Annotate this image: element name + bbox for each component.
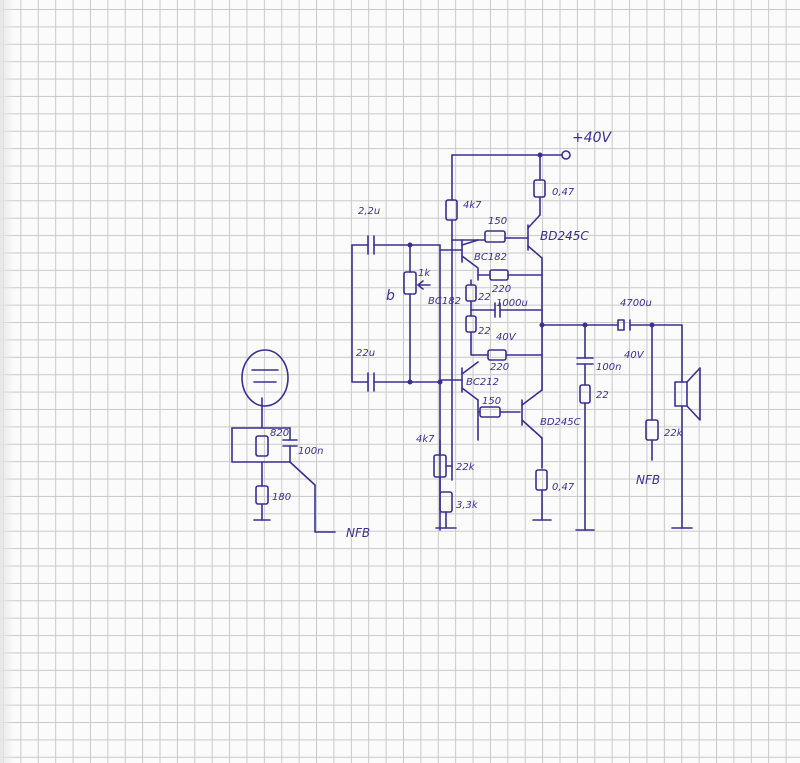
r-22-a-label: 22 [478, 292, 491, 303]
pot-4k7-low-label: 4k7 [416, 434, 435, 445]
r-4k7-label: 4k7 [463, 200, 482, 211]
r-150-bottom-label: 150 [482, 396, 501, 407]
tube-c-100n-label: 100n [298, 446, 323, 457]
bc212-label: BC212 [466, 377, 499, 388]
nfb-left-label: NFB [346, 526, 370, 540]
driver-transistor-bottom [439, 361, 479, 401]
capacitor-22u [367, 372, 443, 392]
pot-1k-label: 1k [418, 268, 431, 279]
resistor-4k7-top [445, 154, 458, 241]
c-2-2u-label: 2,2u [358, 206, 380, 217]
resistor-150-top [451, 230, 511, 243]
tube-r-180-label: 180 [272, 492, 291, 503]
zobel-network [576, 324, 594, 531]
resistor-22-a [465, 279, 477, 311]
r-22k-nfb-label: 22k [664, 428, 684, 439]
supply-terminal [561, 150, 571, 160]
c-100n-label: 100n [596, 362, 621, 373]
tube-r-820-label: 820 [270, 428, 289, 439]
r-22-b-label: 22 [478, 326, 491, 337]
r-0-47-bottom-label: 0,47 [552, 482, 575, 493]
resistor-220-a [477, 269, 543, 281]
output-transistor-top [509, 214, 543, 326]
resistor-220-b [470, 339, 543, 361]
supply-voltage-label: +40V [572, 130, 613, 146]
bd245c-bottom-label: BD245C [540, 417, 581, 428]
c-1000u-label: 1000u [496, 298, 528, 309]
bc182-top-label: BC182 [474, 252, 507, 263]
emitter-resistor-bottom [532, 469, 552, 521]
capacitor-2-2u [351, 235, 413, 255]
r-22k-low-label: 22k [456, 462, 476, 473]
nfb-right-label: NFB [636, 473, 660, 487]
supply-rail [451, 150, 571, 160]
capacitor-1000u [470, 302, 543, 318]
output-transistor-bottom [477, 389, 543, 469]
nfb-resistor-22k [645, 324, 659, 461]
vacuum-tube-icon [241, 349, 289, 407]
driver-transistor-top [439, 239, 479, 281]
speaker-icon [671, 367, 701, 529]
c-22u-label: 22u [356, 348, 375, 359]
bd245c-top-label: BD245C [540, 229, 589, 243]
c-out-40v-label: 40V [624, 350, 645, 361]
c-4700u-label: 4700u [620, 298, 652, 309]
r-220-b-label: 220 [490, 362, 509, 373]
left-loop-wire [351, 244, 369, 383]
r-22-c-label: 22 [596, 390, 609, 401]
r-220-a-label: 220 [492, 284, 511, 295]
r-3-3k-label: 3,3k [456, 500, 479, 511]
bias-letter: b [386, 288, 395, 304]
r-150-top-label: 150 [488, 216, 507, 227]
emitter-resistor-top [533, 154, 546, 216]
lower-bias-chain [433, 439, 457, 529]
bc182-bias-label: BC182 [428, 296, 461, 307]
resistor-22-b [465, 309, 477, 341]
bias-potentiometer [403, 244, 441, 383]
tube-cathode-network [231, 405, 336, 533]
r-0-47-top-label: 0,47 [552, 187, 575, 198]
c-40v-label: 40V [496, 332, 517, 343]
